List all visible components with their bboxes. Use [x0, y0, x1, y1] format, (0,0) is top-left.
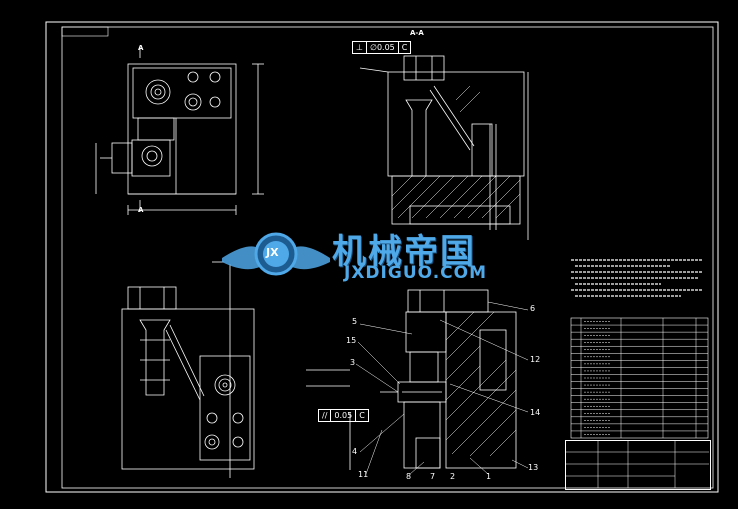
callout-2: 2 — [450, 472, 456, 481]
perpendicularity-tolerance: ⊥ ∅0.05 C — [352, 41, 412, 54]
callout-15: 15 — [346, 336, 357, 345]
callout-12: 12 — [530, 355, 541, 364]
assembly-hatching — [445, 311, 517, 457]
callout-7: 7 — [430, 472, 436, 481]
tolerance-value: 0.05 — [331, 410, 357, 421]
callout-4: 4 — [352, 447, 358, 456]
bom-table-frame — [570, 317, 709, 439]
section-mark-top: A — [138, 44, 144, 52]
callout-8: 8 — [406, 472, 412, 481]
tolerance-datum: C — [359, 411, 365, 420]
top-left-view — [95, 46, 264, 215]
parallelism-tolerance: // 0.05 C — [318, 409, 369, 422]
tolerance-symbol: ⊥ — [353, 42, 367, 53]
notes-text-lines — [571, 259, 703, 297]
inner-frame — [61, 26, 714, 489]
watermark-cn: 机械帝国 — [332, 232, 476, 272]
leader-lines — [355, 301, 529, 475]
callout-14: 14 — [530, 408, 541, 417]
callout-6: 6 — [530, 304, 536, 313]
view-label: A-A — [410, 29, 424, 37]
section-mark-bottom: A — [138, 206, 144, 214]
tolerance-symbol: // — [319, 410, 332, 421]
tolerance-value: ∅0.05 — [367, 42, 399, 53]
section-view-aa — [359, 55, 529, 240]
callout-5: 5 — [352, 317, 358, 326]
technical-notes — [571, 256, 706, 301]
callout-11: 11 — [358, 470, 369, 479]
callout-13: 13 — [528, 463, 539, 472]
tolerance-datum: C — [401, 43, 408, 52]
section-hatching — [391, 85, 521, 219]
bom-table — [571, 318, 708, 438]
assembly-view — [306, 289, 517, 470]
outer-frame — [45, 21, 719, 493]
watermark-badge-text: JX — [266, 246, 279, 259]
title-block-lines — [565, 440, 709, 488]
frame-label-box — [61, 26, 109, 37]
callout-1: 1 — [486, 472, 492, 481]
watermark-en: JXDIGUO.COM — [344, 263, 488, 283]
title-block — [565, 440, 711, 490]
watermark-logo — [222, 232, 330, 276]
callout-3: 3 — [350, 358, 356, 367]
bottom-left-view — [121, 261, 255, 478]
